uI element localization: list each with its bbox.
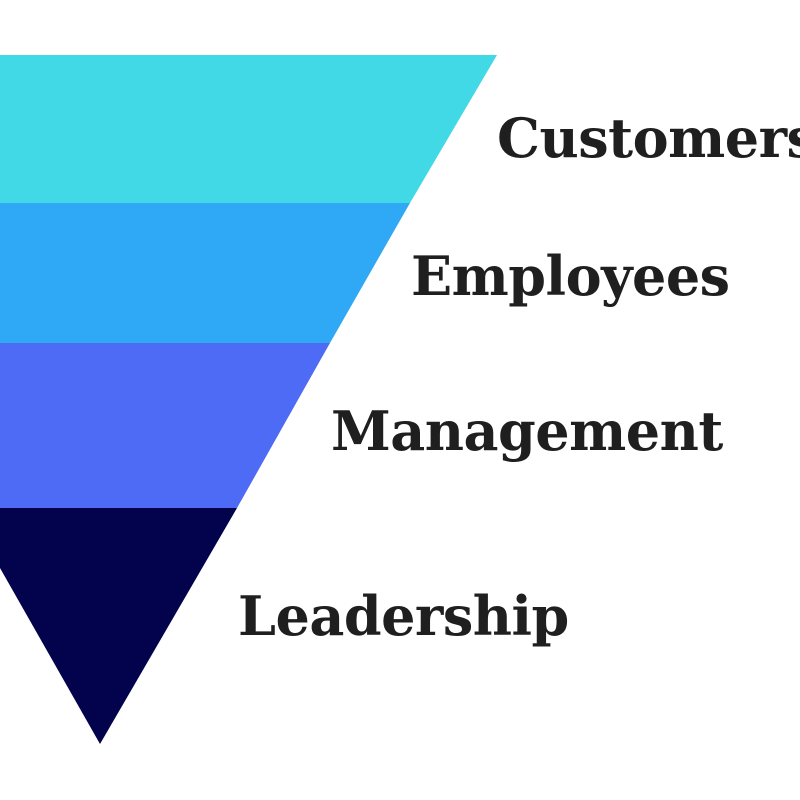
- tier-label-customers: Customers: [497, 106, 800, 170]
- tier-band-management: [0, 343, 330, 508]
- tier-label-employees: Employees: [411, 244, 730, 308]
- tier-band-employees: [0, 203, 410, 343]
- tier-label-leadership: Leadership: [238, 584, 569, 648]
- tier-label-management: Management: [331, 399, 723, 463]
- tier-band-customers: [0, 55, 497, 203]
- tier-band-leadership: [0, 508, 237, 744]
